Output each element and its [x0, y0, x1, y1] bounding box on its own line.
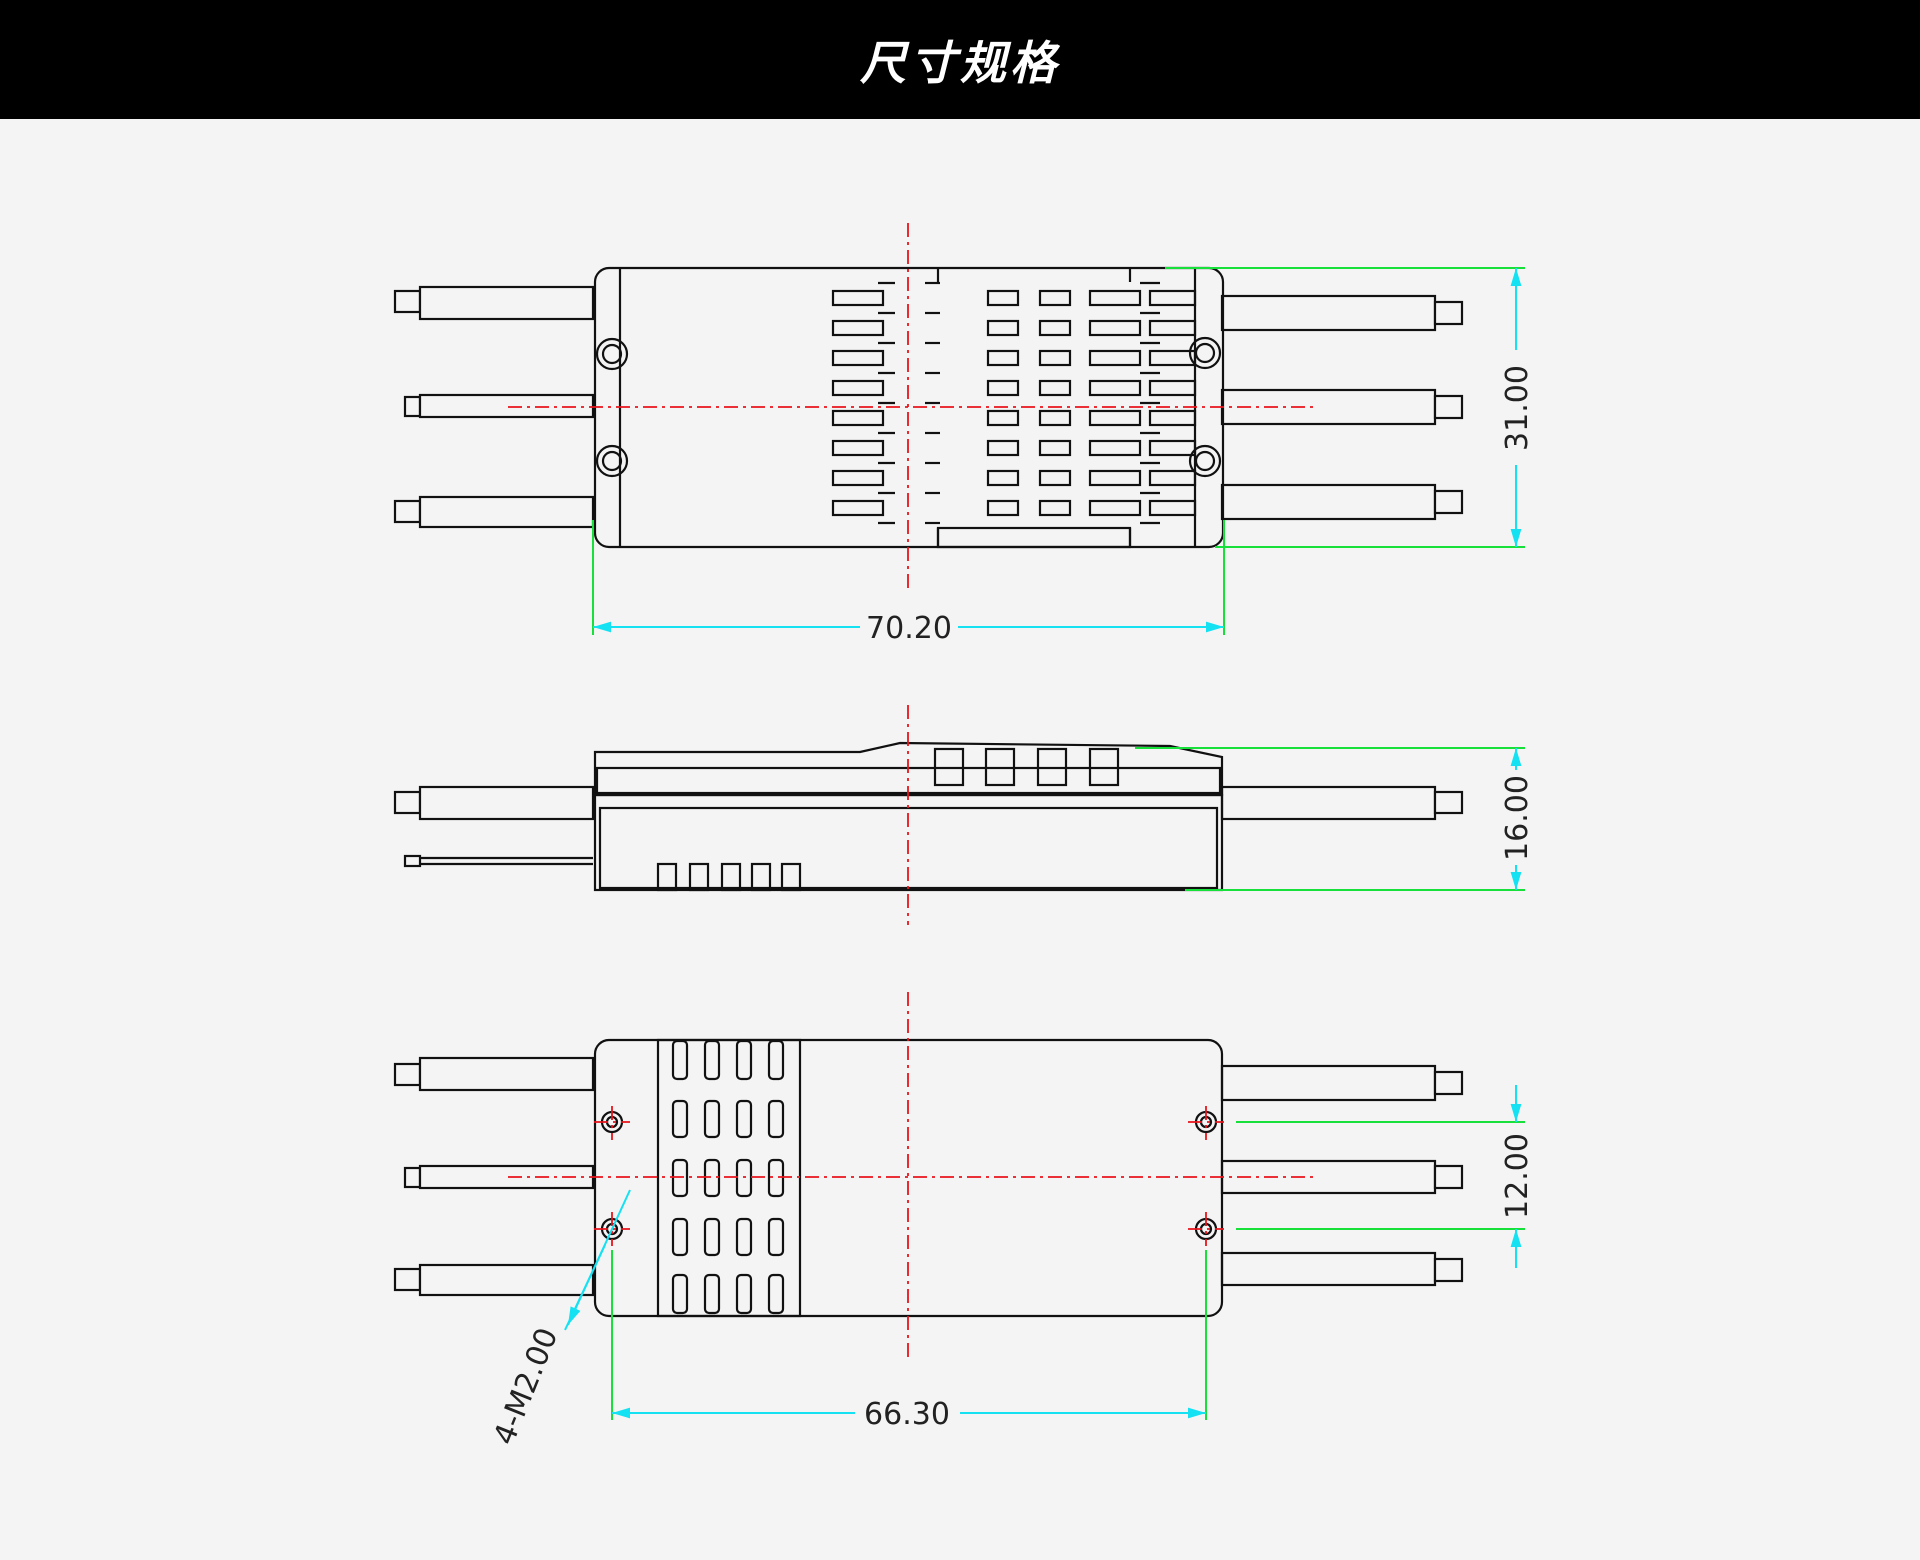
top-view-heatsink-fins [831, 268, 1197, 549]
dim-spacing-66-label: 66.30 [864, 1397, 950, 1432]
dimension-drawing: 70.20 31.00 16.00 [393, 223, 1535, 1450]
side-view-wires [393, 785, 1464, 868]
mount-hole-spec-label: 4-M2.00 [487, 1323, 565, 1450]
top-view-screws [595, 336, 1222, 478]
page-title: 尺寸规格 [860, 35, 1060, 90]
bottom-view: 12.00 66.30 4-M2.00 [393, 992, 1535, 1450]
header-bar: 尺寸规格 [0, 0, 1920, 119]
side-view: 16.00 [393, 705, 1535, 925]
top-view-wires [393, 285, 1464, 529]
dim-spacing-12-label: 12.00 [1500, 1133, 1535, 1219]
mount-holes [600, 1110, 1218, 1241]
top-view: 70.20 31.00 [393, 223, 1535, 646]
bottom-view-vent-slots [671, 1039, 785, 1315]
dim-height-31-label: 31.00 [1500, 365, 1535, 451]
dim-height-16-label: 16.00 [1500, 775, 1535, 861]
dim-width-70-label: 70.20 [866, 611, 952, 646]
